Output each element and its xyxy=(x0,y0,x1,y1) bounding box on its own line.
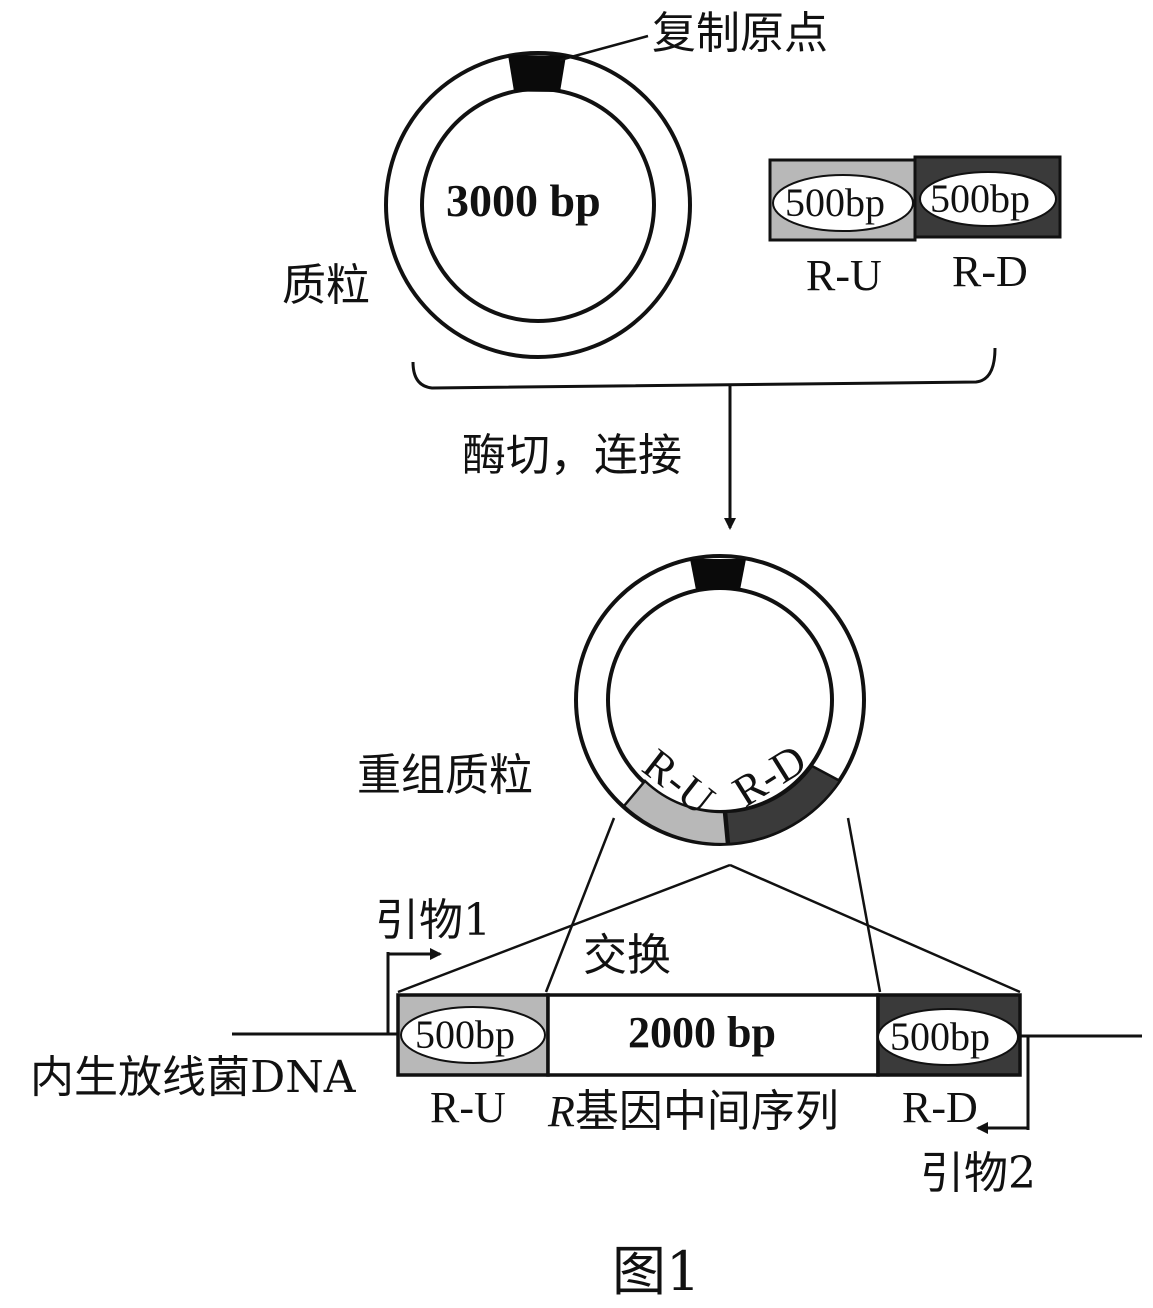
chrom-rd-size-label: 500bp xyxy=(890,1014,990,1059)
chrom-ru-size-label: 500bp xyxy=(415,1012,515,1057)
endogenous-dna-label: 内生放线菌DNA xyxy=(30,1052,357,1103)
plasmid-size-label: 3000 bp xyxy=(446,175,601,226)
chromosome xyxy=(232,993,1142,1077)
middle-label-text: 基因中间序列 xyxy=(575,1086,839,1137)
homology-fragment xyxy=(768,155,1062,242)
primer2-arrow xyxy=(976,1036,1030,1134)
primer1-label: 引物1 xyxy=(375,895,491,946)
origin-label: 复制原点 xyxy=(652,8,828,59)
ru-size-label: 500bp xyxy=(785,180,885,225)
rd-label: R-D xyxy=(952,247,1028,296)
recombinant-origin-block xyxy=(690,559,746,590)
chrom-ru-label: R-U xyxy=(430,1083,506,1132)
r-gene-italic: R xyxy=(547,1087,575,1136)
rd-size-label: 500bp xyxy=(930,176,1030,221)
enzyme-step-label: 酶切，连接 xyxy=(462,430,682,481)
join-bracket xyxy=(411,347,997,530)
plasmid xyxy=(384,34,692,359)
exchange-label: 交换 xyxy=(583,930,671,981)
chrom-rd-label: R-D xyxy=(902,1083,978,1132)
ring-ru-segment xyxy=(622,779,729,846)
ring-rd-segment xyxy=(724,764,842,846)
middle-size-label: 2000 bp xyxy=(628,1008,776,1057)
figure-caption: 图1 xyxy=(612,1240,700,1303)
primer2-label: 引物2 xyxy=(920,1148,1036,1199)
plasmid-label: 质粒 xyxy=(282,260,370,311)
origin-block xyxy=(508,55,566,92)
origin-leader-line xyxy=(559,34,649,62)
crossover-lines xyxy=(397,817,1021,994)
middle-label: R基因中间序列 xyxy=(547,1086,839,1137)
recombinant-plasmid-label: 重组质粒 xyxy=(357,750,533,801)
ru-label: R-U xyxy=(806,251,882,300)
recombinant-plasmid xyxy=(574,554,866,846)
primer1-arrow xyxy=(386,948,442,1035)
